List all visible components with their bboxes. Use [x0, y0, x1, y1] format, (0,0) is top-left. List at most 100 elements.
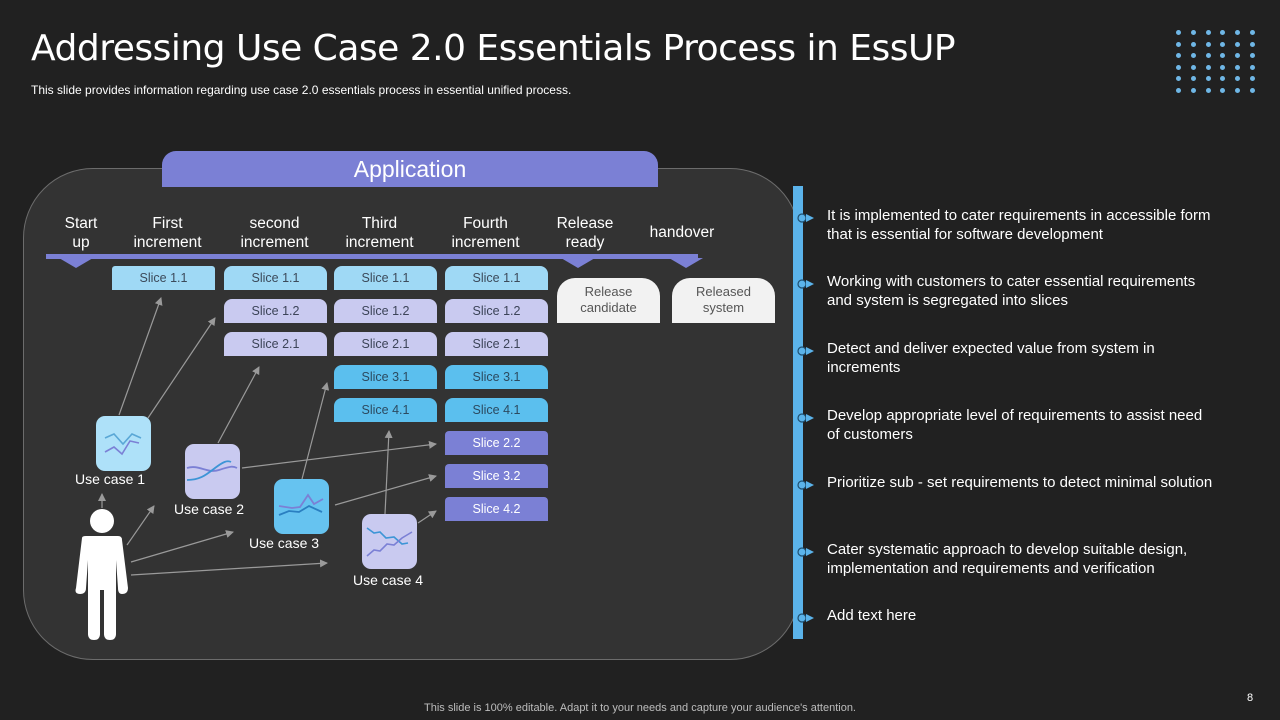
dot [1176, 53, 1181, 58]
dot [1235, 53, 1240, 58]
dot [1191, 30, 1196, 35]
bullet-line1: Prioritize sub - set requirements to det… [827, 474, 1213, 491]
bullet-marker-icon [797, 276, 817, 289]
application-header: Application [162, 151, 658, 187]
phase-line2: increment [133, 234, 202, 251]
bullet-marker-icon [797, 410, 817, 423]
slice-box: Slice 2.1 [224, 332, 327, 356]
dot [1235, 65, 1240, 70]
dot [1220, 76, 1225, 81]
slice-box: Slice 2.1 [334, 332, 437, 356]
slice-box: Slice 2.1 [445, 332, 548, 356]
slice-box: Slice 1.1 [224, 266, 327, 290]
dot [1176, 30, 1181, 35]
phase-line1: handover [649, 224, 715, 241]
use-case-2-icon [185, 444, 240, 499]
release-box-line1: Released [696, 284, 751, 299]
slice-box: Slice 4.2 [445, 497, 548, 521]
dot [1206, 88, 1211, 93]
chevron-down-icon [59, 258, 93, 268]
bullet-marker-icon [797, 477, 817, 490]
use-case-4-label: Use case 4 [353, 572, 424, 588]
slice-box: Slice 1.2 [224, 299, 327, 323]
phase-third-increment: Third increment [332, 214, 427, 252]
phase-start-up: Start up [52, 214, 110, 252]
phase-handover: handover [637, 223, 727, 242]
bullet-item: Add text here [827, 606, 1247, 625]
bullet-line1: Working with customers to cater essentia… [827, 273, 1196, 290]
dot [1235, 30, 1240, 35]
phase-release-ready: Release ready [545, 214, 625, 252]
dot-grid-icon [1168, 26, 1258, 96]
slice-box: Slice 4.1 [334, 398, 437, 422]
release-candidate-box: Release candidate [557, 278, 660, 323]
application-title: Application [353, 156, 467, 182]
use-case-3-label: Use case 3 [249, 535, 320, 551]
dot [1176, 42, 1181, 47]
footer-note: This slide is 100% editable. Adapt it to… [424, 702, 856, 714]
slice-box: Slice 1.1 [112, 266, 215, 290]
bullet-line1: Cater systematic approach to develop sui… [827, 541, 1188, 558]
dot [1235, 76, 1240, 81]
bullet-marker-icon [797, 544, 817, 557]
phase-line1: Fourth [463, 215, 508, 232]
slice-box: Slice 1.1 [445, 266, 548, 290]
timeline-bar [793, 186, 803, 639]
phase-fourth-increment: Fourth increment [438, 214, 533, 252]
released-system-box: Released system [672, 278, 775, 323]
dot [1220, 53, 1225, 58]
dot [1191, 53, 1196, 58]
dot [1206, 53, 1211, 58]
phase-line2: increment [451, 234, 520, 251]
phase-timeline-bar [46, 254, 698, 259]
person-icon [75, 509, 128, 640]
line-chart-icon [366, 527, 413, 557]
bullet-marker-icon [797, 343, 817, 356]
dot [1191, 76, 1196, 81]
dot [1235, 88, 1240, 93]
bullet-line1: It is implemented to cater requirements … [827, 207, 1211, 224]
line-chart-icon [186, 460, 238, 481]
slide-title: Addressing Use Case 2.0 Essentials Proce… [31, 28, 956, 69]
phase-line1: Start [64, 215, 98, 232]
bullet-item: Working with customers to cater essentia… [827, 272, 1247, 310]
release-box-line2: candidate [580, 300, 637, 315]
phase-line2: increment [345, 234, 414, 251]
slide-subtitle: This slide provides information regardin… [31, 83, 572, 97]
slice-box: Slice 4.1 [445, 398, 548, 422]
chevron-down-icon [669, 258, 703, 268]
slice-box: Slice 2.2 [445, 431, 548, 455]
dot [1206, 76, 1211, 81]
dot [1250, 76, 1255, 81]
phase-second-increment: second increment [227, 214, 322, 252]
bullet-line2: increments [827, 359, 901, 376]
phase-line1: Release [556, 215, 614, 232]
dot [1191, 65, 1196, 70]
bullet-line1: Add text here [827, 607, 917, 624]
release-box-line2: system [702, 300, 745, 315]
bullet-item: It is implemented to cater requirements … [827, 206, 1247, 244]
dot [1250, 30, 1255, 35]
dot [1206, 42, 1211, 47]
bullet-line2: that is essential for software developme… [827, 226, 1103, 243]
dot [1250, 88, 1255, 93]
slice-box: Slice 3.1 [445, 365, 548, 389]
phase-line1: First [152, 215, 183, 232]
slice-box: Slice 3.2 [445, 464, 548, 488]
phase-line1: Third [361, 215, 398, 232]
bullet-marker-icon [797, 210, 817, 223]
dot [1220, 65, 1225, 70]
dot [1191, 42, 1196, 47]
dot [1191, 88, 1196, 93]
dot [1250, 53, 1255, 58]
dot [1176, 65, 1181, 70]
slice-box: Slice 1.1 [334, 266, 437, 290]
dot [1235, 42, 1240, 47]
bullet-line2: implementation and requirements and veri… [827, 560, 1155, 577]
phase-line2: increment [240, 234, 309, 251]
slice-box: Slice 1.2 [334, 299, 437, 323]
phase-first-increment: First increment [120, 214, 215, 252]
slice-box: Slice 1.2 [445, 299, 548, 323]
bullet-item: Prioritize sub - set requirements to det… [827, 473, 1247, 492]
dot [1220, 88, 1225, 93]
